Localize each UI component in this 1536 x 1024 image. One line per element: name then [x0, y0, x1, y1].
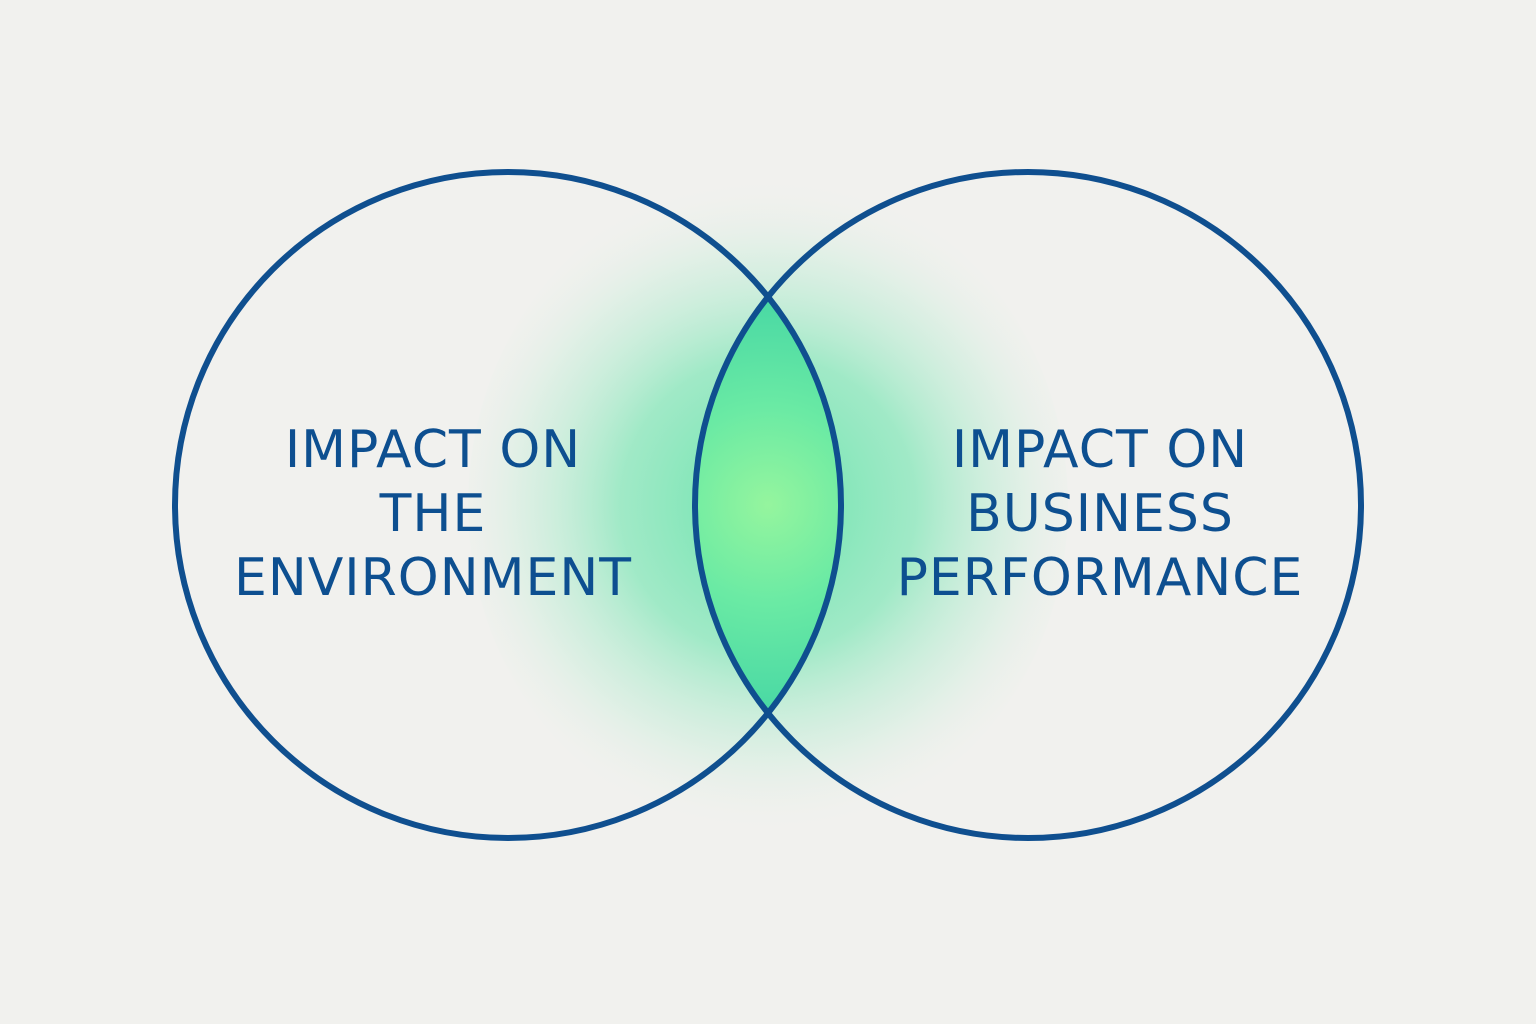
- label-line: THE: [379, 484, 487, 544]
- label-line: BUSINESS: [966, 484, 1234, 544]
- label-business-performance: IMPACT ON BUSINESS PERFORMANCE: [875, 418, 1325, 610]
- circle-business: [692, 169, 1364, 841]
- label-line: ENVIRONMENT: [233, 548, 632, 608]
- label-line: PERFORMANCE: [896, 548, 1304, 608]
- label-line: IMPACT ON: [951, 420, 1249, 480]
- label-environment: IMPACT ON THE ENVIRONMENT: [208, 418, 658, 610]
- circle-environment: [172, 169, 844, 841]
- label-line: IMPACT ON: [284, 420, 582, 480]
